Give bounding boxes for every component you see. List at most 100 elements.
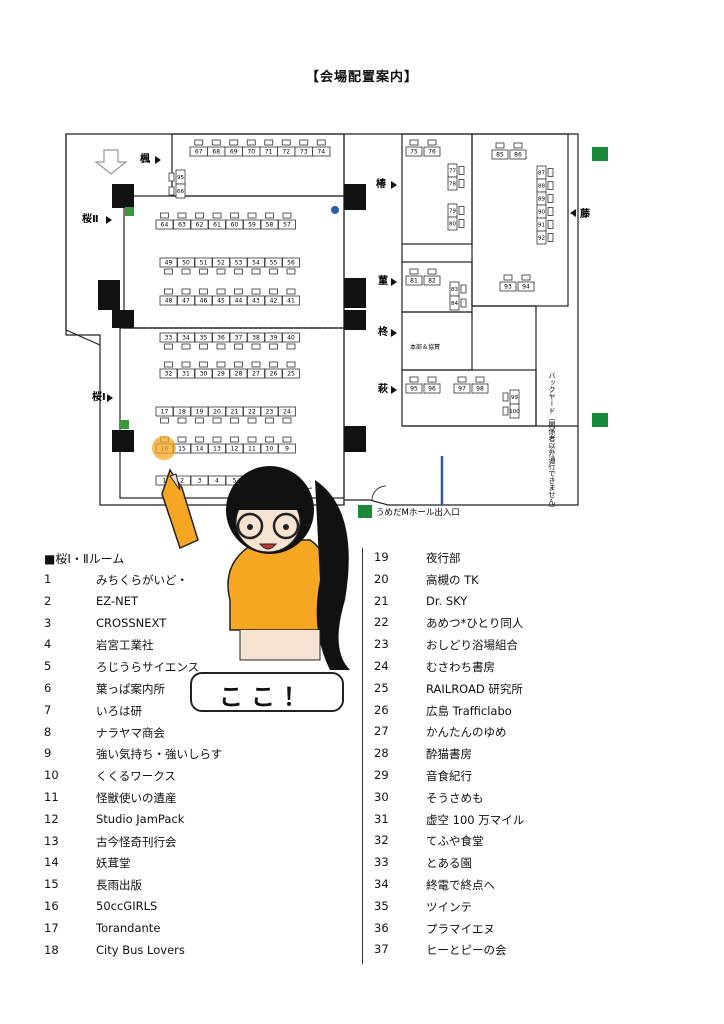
table-31: 31 [177,361,195,379]
table-number: 56 [287,260,295,267]
table-number: 89 [538,197,545,203]
table-number: 80 [449,222,456,228]
table-number: 13 [213,446,221,453]
table-number: 53 [235,260,243,267]
table-29: 29 [212,361,230,379]
list-item-number: 18 [44,942,59,957]
list-item-name: 虚空 100 万マイル [426,812,525,827]
table-number: 43 [252,298,260,305]
table-72: 72 [277,139,296,157]
table-43: 43 [247,288,265,306]
table-20: 20 [208,406,226,424]
table-number: 82 [428,278,436,285]
table-number: 47 [182,298,190,305]
table-number: 84 [451,301,458,307]
table-79: 79 [447,203,465,218]
table-89: 89 [536,191,554,206]
table-46: 46 [194,288,213,306]
table-number: 92 [538,236,545,242]
page-title: 【会場配置案内】 [305,70,418,85]
table-number: 87 [538,171,545,177]
table-number: 69 [230,149,238,156]
table-number: 24 [283,409,291,416]
table-4: 4 [208,475,226,486]
table-number: 70 [247,149,255,156]
list-item-number: 29 [374,768,389,782]
list-item-number: 27 [374,724,389,739]
list-item-number: 30 [374,789,389,804]
table-88: 88 [536,178,554,193]
table-36: 36 [212,332,230,350]
table-number: 77 [449,169,456,175]
table-30: 30 [194,361,213,379]
table-number: 49 [165,260,173,267]
exit-label: うめだMホール出入口 [376,507,460,518]
table-67: 67 [189,139,208,157]
list-item-number: 36 [374,920,389,935]
table-24: 24 [278,406,296,424]
table-number: 22 [248,409,256,416]
table-number: 59 [248,222,256,229]
table-85: 85 [491,142,509,160]
list-item-name: Torandante [96,920,161,935]
green-post [120,420,129,429]
table-90: 90 [536,204,554,219]
table-34: 34 [177,332,195,350]
table-55: 55 [264,257,283,275]
table-51: 51 [194,257,213,275]
table-47: 47 [177,288,195,306]
table-number: 28 [235,371,243,378]
table-71: 71 [259,139,278,157]
table-number: 18 [178,409,186,416]
room-label-hiiragi: 柊 [378,325,389,338]
table-39: 39 [264,332,283,350]
list-item-name: 葉っぱ案内所 [96,682,165,696]
list-item-name: 怪獣使いの遺産 [96,791,177,805]
table-number: 30 [200,371,208,378]
table-number: 78 [449,182,456,188]
table-45: 45 [212,288,230,306]
table-80: 80 [447,216,465,231]
room-label-fuji: 藤 [580,207,591,220]
list-item-name: EZ-NET [96,593,138,608]
table-87: 87 [536,165,554,180]
table-17: 17 [155,406,174,424]
list-item-name: プラマイエヌ [426,921,495,936]
exit-sign-icon [358,147,608,518]
table-26: 26 [264,361,283,379]
list-divider [362,548,363,964]
table-42: 42 [264,288,283,306]
table-96: 96 [423,376,441,394]
table-number: 83 [451,287,458,293]
table-number: 73 [300,149,308,156]
table-number: 42 [270,298,278,305]
table-number: 98 [476,386,484,393]
table-number: 12 [231,446,239,453]
table-number: 14 [196,446,204,453]
table-75: 75 [405,139,423,157]
list-item-name: Studio JamPack [96,811,185,826]
list-item-number: 23 [374,637,389,652]
table-number: 17 [161,409,169,416]
location-marker [152,436,176,460]
list-heading: ■桜Ⅰ・Ⅱルーム [44,552,125,566]
table-57: 57 [278,212,296,230]
table-number: 21 [231,409,239,416]
table-number: 44 [235,298,243,305]
table-number: 88 [538,184,545,190]
table-number: 3 [198,478,202,485]
room-label-sakura1: 桜Ⅰ [92,390,106,403]
speech-bubble-text: ここ！ [219,683,315,711]
list-item-name: てふや食堂 [426,834,484,849]
list-item-name: 50ccGIRLS [96,899,158,913]
table-number: 40 [287,335,295,342]
list-item-name: 妖茸堂 [96,856,131,871]
list-item-number: 16 [44,899,59,913]
table-37: 37 [229,332,248,350]
list-item-name: 古今怪奇刊行会 [96,834,177,849]
table-number: 32 [165,371,173,378]
table-32: 32 [159,361,178,379]
table-11: 11 [243,436,261,454]
table-54: 54 [247,257,265,275]
